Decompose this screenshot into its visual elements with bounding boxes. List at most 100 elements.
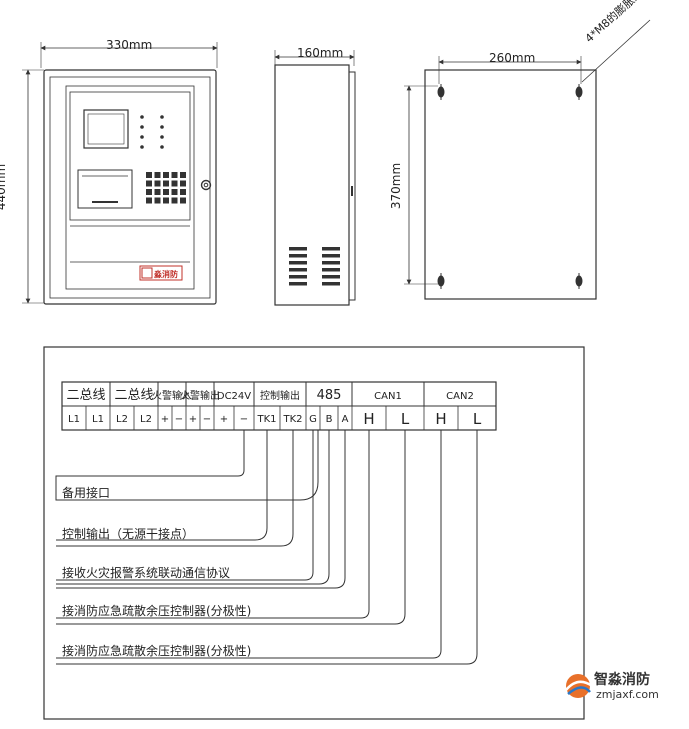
indicator-led [140, 125, 144, 129]
vent-slot [289, 247, 307, 251]
terminal-group-label: DC24V [217, 391, 251, 402]
side-vents [289, 247, 340, 286]
cabinet-outline [43, 69, 217, 305]
terminal-label: − [203, 414, 211, 425]
keypad-key [180, 189, 186, 195]
vent-slot [322, 254, 340, 258]
terminal-label: − [240, 414, 248, 425]
vent-slot [289, 275, 307, 279]
leader-485-g [56, 430, 314, 581]
leader-can2-l [56, 430, 478, 665]
mounting-view [404, 19, 651, 300]
mount-plate [424, 69, 597, 300]
terminal-group-label: 二总线 [114, 388, 153, 403]
vent-slot [322, 268, 340, 272]
terminal-label: TK1 [256, 414, 276, 425]
keypad-key [163, 180, 169, 187]
terminal-label: L [473, 410, 482, 428]
terminal-group-label: 火警输入 [152, 389, 192, 402]
indicator-leds [140, 115, 164, 149]
terminal-label: G [309, 414, 317, 425]
terminal-label: B [326, 414, 333, 425]
leader-can1-h [56, 430, 370, 619]
keypad-key [146, 197, 152, 204]
vent-slot [289, 268, 307, 272]
callout-fire-alarm-protocol: 接收火灾报警系统联动通信协议 [62, 566, 231, 580]
leader-can2-h [56, 430, 442, 659]
leader-485-a [56, 430, 346, 589]
door-lock [200, 179, 212, 191]
watermark-name: 智淼消防 [594, 672, 650, 688]
terminal-label: TK2 [282, 414, 302, 425]
keypad-key [154, 189, 161, 195]
keypad-key [171, 197, 178, 204]
keypad-key [180, 172, 186, 178]
front-width-label: 330mm [106, 38, 153, 52]
callout-leaders [55, 430, 478, 665]
keypad-key [171, 172, 178, 178]
keypad-key [146, 172, 152, 178]
indicator-led [140, 115, 144, 119]
wiring-frame [43, 346, 585, 720]
callout-spare-port: 备用接口 [62, 486, 111, 500]
mount-width-label: 260mm [489, 51, 536, 65]
keypad-key [180, 197, 186, 204]
front-logo-text: 淼消防 [153, 269, 178, 279]
vent-slot [289, 254, 307, 258]
keypad [146, 172, 186, 204]
lcd-screen [83, 109, 129, 149]
indicator-led [140, 145, 144, 149]
keypad-key [146, 189, 152, 195]
mounting-bolts [437, 84, 583, 289]
terminal-label: L2 [116, 414, 128, 425]
vent-slot [322, 282, 340, 286]
keypad-key [163, 189, 169, 195]
front-view [22, 42, 218, 305]
terminal-group-label: 二总线 [66, 388, 105, 403]
terminal-group-label: 火警输出 [180, 389, 220, 402]
vent-slot [289, 282, 307, 286]
watermark-logo [565, 674, 593, 698]
printer-slot [77, 169, 133, 209]
callout-control-output: 控制输出（无源干接点） [62, 527, 195, 541]
cabinet-inner-frame [49, 76, 211, 299]
callout-can1-controller: 接消防应急疏散余压控制器(分极性) [62, 604, 252, 618]
leader-485-b [56, 430, 330, 585]
leader-control-output-tk2 [56, 430, 294, 547]
terminal-label: L2 [140, 414, 152, 425]
terminal-group-label: CAN2 [446, 391, 474, 402]
front-logo: 淼消防 [139, 265, 183, 281]
keypad-key [163, 172, 169, 178]
door-panel [65, 85, 195, 290]
terminal-label: L1 [92, 414, 104, 425]
keypad-key [154, 180, 161, 187]
vent-slot [322, 275, 340, 279]
terminal-group-label: 控制输出 [260, 389, 300, 402]
keypad-key [154, 172, 161, 178]
keypad-key [146, 180, 152, 187]
vent-slot [289, 261, 307, 265]
side-view [274, 50, 356, 306]
side-door-edge [348, 71, 356, 301]
keypad-key [154, 197, 161, 204]
terminal-label: L [401, 410, 410, 428]
leader-can1-l [56, 430, 406, 625]
keypad-key [171, 189, 178, 195]
terminal-label: + [189, 414, 197, 425]
indicator-led [140, 135, 144, 139]
terminal-group-label: CAN1 [374, 391, 402, 402]
callout-can2-controller: 接消防应急疏散余压控制器(分极性) [62, 644, 252, 658]
leader-spare-port [55, 430, 319, 501]
terminal-label: A [342, 414, 349, 425]
keypad-key [171, 180, 178, 187]
terminal-label: − [175, 414, 183, 425]
terminal-label: L1 [68, 414, 80, 425]
terminal-label: H [435, 410, 446, 428]
keypad-key [180, 180, 186, 187]
mount-height-label: 370mm [389, 162, 404, 210]
keypad-key [163, 197, 169, 204]
vent-slot [322, 247, 340, 251]
